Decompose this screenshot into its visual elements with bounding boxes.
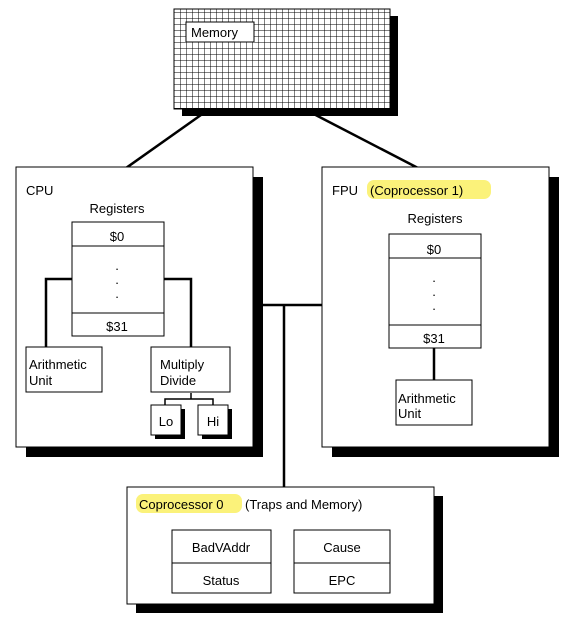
cpu-internal-lines: [44, 277, 214, 405]
memory-grid: [173, 8, 391, 110]
memory-to-fpu-line: [305, 108, 419, 170]
fpu-block: FPU (Coprocessor 1) Registers $0 . . . $…: [321, 166, 559, 457]
cpu-reg-dot-2: .: [115, 272, 119, 287]
cpu-arithmetic-label-1: Arithmetic: [29, 357, 87, 372]
fpu-reg-dot-1: .: [432, 270, 436, 285]
fpu-title-highlight-text: (Coprocessor 1): [370, 183, 463, 198]
cpu-register-box: [71, 221, 165, 337]
memory-to-cpu-line: [125, 108, 209, 170]
fpu-registers-label: Registers: [408, 211, 463, 226]
memory-block: Memory: [173, 8, 398, 116]
cp0-block: Coprocessor 0 (Traps and Memory) BadVAdd…: [126, 486, 443, 613]
fpu-arithmetic-label-1: Arithmetic: [398, 391, 456, 406]
fpu-title-highlight: [367, 180, 491, 199]
cpu-divide-label: Divide: [160, 373, 196, 388]
cpu-reg-last: $31: [106, 319, 128, 334]
cp0-left-group-box: [171, 529, 272, 594]
cpu-lo-label: Lo: [159, 414, 173, 429]
cp0-epc-label: EPC: [329, 573, 356, 588]
cpu-arithmetic-unit-box: [25, 346, 103, 393]
cpu-reg-dot-3: .: [115, 286, 119, 301]
cp0-status-label: Status: [203, 573, 240, 588]
cp0-title-rest: (Traps and Memory): [245, 497, 362, 512]
cpu-block: CPU Registers $0 . . . $31 Arithmetic Un…: [15, 166, 263, 457]
fpu-reg-first: $0: [427, 242, 441, 257]
muldiv-to-lo-hi-line: [164, 398, 214, 405]
cp0-right-group-box: [293, 529, 391, 594]
cpu-multiply-divide-box: [150, 346, 231, 393]
fpu-register-file: $0 . . . $31: [388, 233, 482, 349]
cpu-hi-label: Hi: [207, 414, 219, 429]
cpu-reg-first: $0: [110, 229, 124, 244]
cp0-title-highlight: [136, 494, 242, 513]
fpu-reg-dot-3: .: [432, 298, 436, 313]
fpu-register-box: [388, 233, 482, 349]
regs-to-arith-line: [44, 277, 72, 347]
cp0-badvaddr-label: BadVAddr: [192, 540, 251, 555]
memory-label: Memory: [191, 25, 238, 40]
regs-to-muldiv-line: [164, 277, 193, 347]
fpu-arithmetic-label-2: Unit: [398, 406, 422, 421]
cpu-reg-dot-1: .: [115, 258, 119, 273]
fpu-reg-last: $31: [423, 331, 445, 346]
cpu-lo-box: [150, 404, 182, 436]
cpu-registers-label: Registers: [90, 201, 145, 216]
fpu-title-prefix: FPU: [332, 183, 358, 198]
cpu-arithmetic-label-2: Unit: [29, 373, 53, 388]
cpu-multiply-label: Multiply: [160, 357, 205, 372]
cpu-register-file: $0 . . . $31: [71, 221, 165, 337]
cpu-hi-box: [197, 404, 229, 436]
memory-label-box: [185, 21, 255, 43]
cpu-title: CPU: [26, 183, 53, 198]
bus-lines: [125, 108, 419, 487]
cp0-title-highlight-text: Coprocessor 0: [139, 497, 224, 512]
cp0-cause-label: Cause: [323, 540, 361, 555]
fpu-reg-dot-2: .: [432, 284, 436, 299]
fpu-arithmetic-unit-box: [395, 379, 473, 426]
